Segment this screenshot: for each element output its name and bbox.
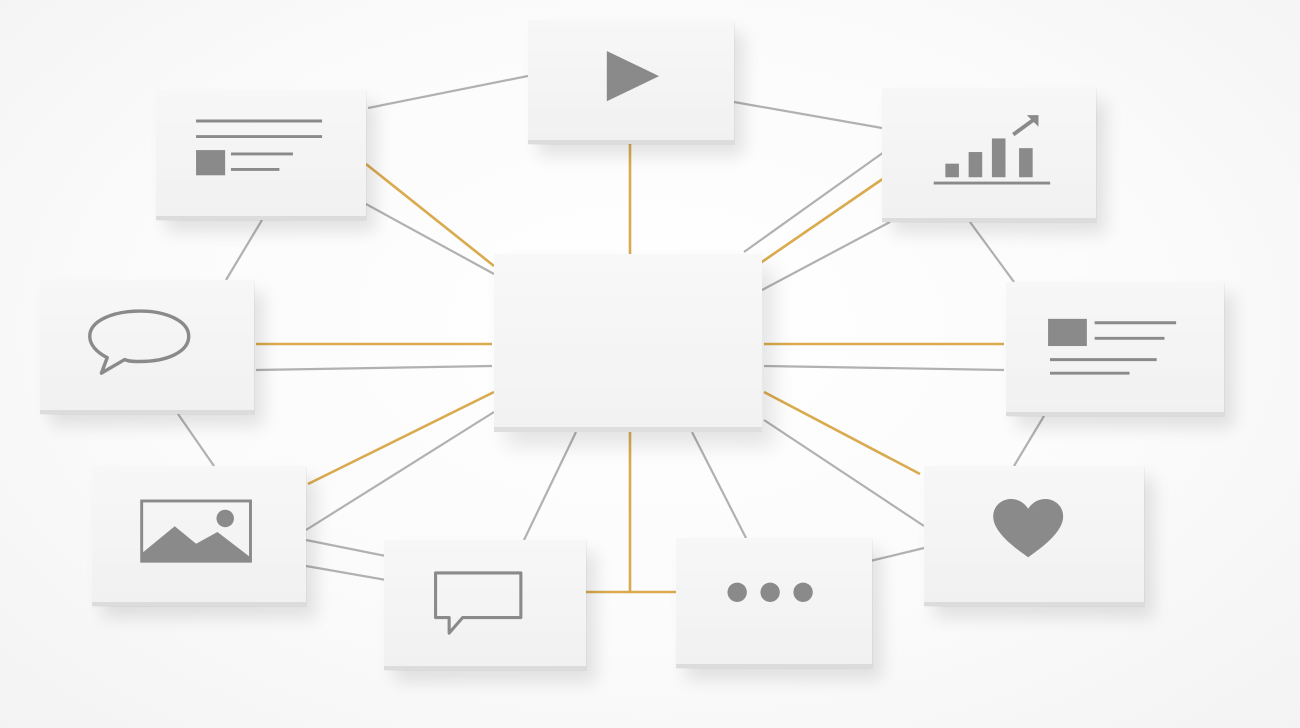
link-image-message-b — [305, 564, 387, 582]
gold-link-document-hub — [365, 162, 495, 268]
document-icon — [196, 119, 323, 176]
speech-bubble-icon — [88, 309, 191, 375]
node-card-message[interactable] — [384, 540, 586, 670]
node-card-document[interactable] — [156, 90, 366, 220]
link-document-video — [367, 74, 529, 110]
link-article-favorite — [1013, 415, 1045, 467]
link-document-hub — [365, 203, 495, 275]
link-image-hub — [305, 411, 495, 531]
article-icon — [1048, 318, 1177, 375]
node-card-more[interactable] — [676, 538, 872, 668]
image-icon — [140, 499, 252, 563]
link-analytics-hub-a — [743, 151, 885, 253]
link-document-chat — [225, 219, 263, 281]
link-analytics-article — [969, 221, 1015, 283]
gold-link-favorite-hub — [763, 390, 921, 476]
link-article-hub — [763, 364, 1005, 372]
link-more-favorite — [865, 546, 925, 564]
gold-link-analytics-hub — [755, 176, 885, 268]
bar-chart-trend-icon — [933, 115, 1051, 185]
link-chat-hub — [255, 364, 493, 372]
node-card-favorite[interactable] — [924, 466, 1144, 606]
link-video-analytics — [733, 100, 883, 130]
node-card-chat[interactable] — [40, 280, 254, 414]
hub-card[interactable] — [494, 254, 762, 432]
ellipsis-icon — [727, 582, 813, 602]
node-card-video[interactable] — [528, 20, 734, 144]
link-more-hub — [691, 431, 747, 539]
node-card-image[interactable] — [92, 466, 306, 606]
link-analytics-hub-b — [761, 221, 891, 291]
gold-link-hub-bottom — [586, 432, 632, 594]
link-message-hub — [523, 431, 577, 541]
node-card-analytics[interactable] — [882, 88, 1096, 222]
gold-link-image-hub — [307, 390, 495, 486]
node-card-article[interactable] — [1006, 282, 1224, 416]
link-favorite-hub — [763, 419, 925, 527]
heart-icon — [993, 499, 1064, 558]
message-icon — [434, 571, 523, 635]
play-icon — [606, 50, 660, 102]
link-image-message-a — [305, 538, 387, 558]
link-chat-image — [177, 413, 215, 467]
